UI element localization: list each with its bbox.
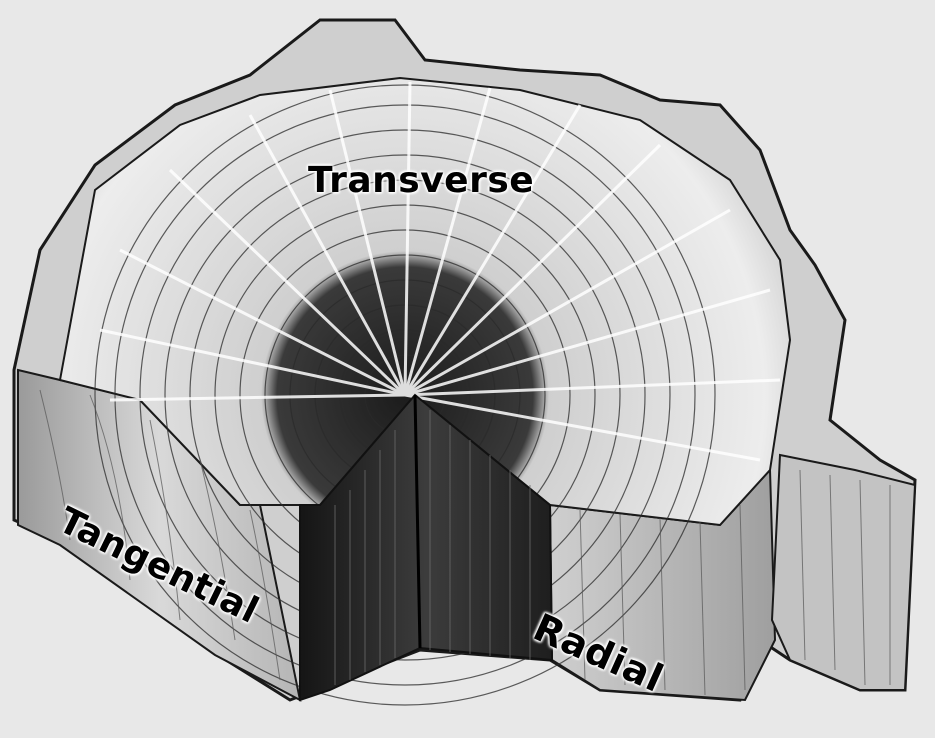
transverse-label: Transverse <box>308 160 534 201</box>
bark-chunk-right <box>772 455 915 690</box>
